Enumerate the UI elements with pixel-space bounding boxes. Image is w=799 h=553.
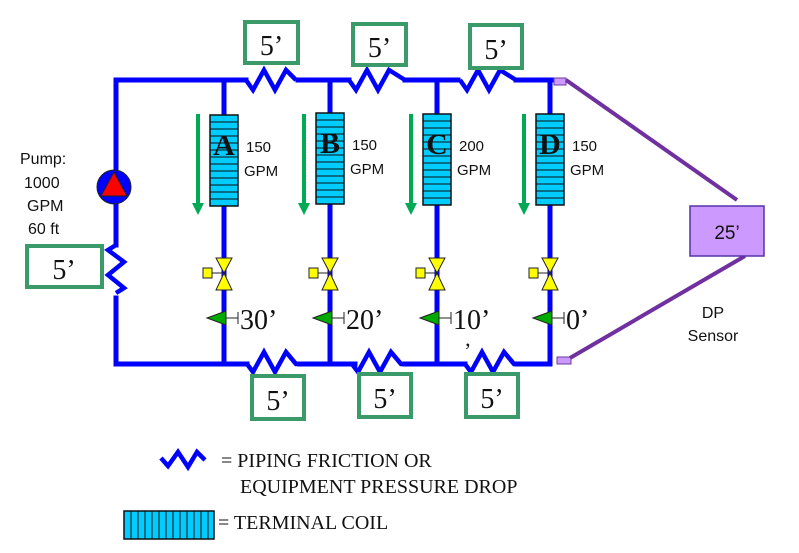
coil-label: A [213, 129, 235, 162]
available-head-value: 0’ [566, 305, 589, 336]
pump-drop-value: 5’ [52, 255, 75, 286]
supply-drop-1-value: 5’ [260, 31, 283, 62]
flow-arrow-icon [192, 114, 204, 215]
coil-flow-unit: GPM [244, 163, 278, 180]
pump-label-line1: Pump: [20, 151, 66, 168]
supply-drop-2-value: 5’ [368, 33, 391, 64]
return-drop-3-value: 5’ [480, 384, 503, 415]
return-drop-box-2: 5’ [357, 372, 413, 419]
dp-supply-line [564, 78, 739, 202]
available-head-value: 20’ [346, 305, 383, 336]
supply-drop-box-3: 5’ [468, 23, 524, 70]
return-friction-2 [350, 347, 405, 377]
pump-label: Pump: 1000 GPM 60 ft [20, 151, 66, 238]
control-valve-icon[interactable] [308, 257, 339, 291]
pump[interactable] [96, 169, 132, 205]
available-head-value: 10’ [453, 305, 490, 336]
pump-drop-box: 5’ [25, 244, 104, 289]
control-valve-icon[interactable] [202, 257, 233, 291]
supply-drop-box-1: 5’ [243, 20, 300, 65]
return-drop-box-3: 5’ [464, 372, 520, 419]
available-head-value: 30’ [240, 305, 277, 336]
legend-coil-label: = TERMINAL COIL [218, 512, 388, 534]
return-drop-box-1: 5’ [250, 374, 306, 421]
coil-flow-value: 200 [459, 138, 484, 155]
dp-supply-tap [553, 77, 567, 86]
legend-coil-icon [123, 510, 215, 540]
dp-sensor-label-line2: Sensor [688, 328, 739, 345]
head-indicator-icon [418, 310, 452, 326]
terminal-coil[interactable] [315, 112, 345, 205]
supply-friction-1 [244, 65, 298, 95]
supply-drop-box-2: 5’ [351, 22, 408, 67]
flow-arrow-icon [298, 114, 310, 215]
control-valve-icon[interactable] [415, 257, 446, 291]
return-drop-1-value: 5’ [266, 386, 289, 417]
coil-flow-value: 150 [352, 137, 377, 154]
terminal-coil[interactable] [209, 114, 239, 207]
dp-sensor: 25’ DP Sensor [553, 77, 765, 365]
return-drop-2-value: 5’ [373, 384, 396, 415]
pump-riser-pipe [104, 202, 225, 367]
dp-sensor-box[interactable] [689, 205, 765, 257]
dp-setpoint: 25’ [714, 223, 739, 244]
head-indicator-icon [311, 310, 345, 326]
return-friction-3 [463, 347, 517, 377]
dp-sensor-label-line1: DP [702, 305, 724, 322]
pump-triangle-icon [100, 170, 128, 197]
head-indicator-icon [205, 310, 239, 326]
flow-arrow-icon [405, 114, 417, 215]
terminal-coil[interactable] [422, 113, 452, 206]
head-indicator-icon [531, 310, 565, 326]
return-friction-1 [245, 347, 300, 377]
supply-friction-3 [458, 65, 518, 95]
terminal-coil[interactable] [535, 113, 565, 206]
control-valve-icon[interactable] [528, 257, 559, 291]
coil-flow-value: 150 [246, 139, 271, 156]
coil-flow-unit: GPM [570, 162, 604, 179]
pump-flow-unit: GPM [27, 198, 63, 215]
pump-head: 60 ft [28, 221, 60, 238]
coil-flow-value: 150 [572, 138, 597, 155]
flow-arrow-icon [518, 114, 530, 215]
dp-return-tap [556, 356, 572, 365]
coil-label: D [539, 128, 561, 161]
legend-friction-line1: = PIPING FRICTION OR [221, 450, 432, 472]
coil-label: C [426, 128, 448, 161]
legend: = PIPING FRICTION OR EQUIPMENT PRESSURE … [123, 448, 517, 540]
supply-friction-2 [347, 65, 407, 95]
stray-apostrophe: ’ [464, 338, 471, 363]
legend-friction-line2: EQUIPMENT PRESSURE DROP [240, 476, 517, 498]
dp-return-line [568, 254, 747, 360]
coil-flow-unit: GPM [457, 162, 491, 179]
supply-drop-3-value: 5’ [484, 35, 507, 66]
pump-flow-value: 1000 [24, 175, 60, 192]
coil-flow-unit: GPM [350, 161, 384, 178]
legend-friction-icon [159, 448, 207, 472]
coil-label: B [320, 127, 340, 160]
